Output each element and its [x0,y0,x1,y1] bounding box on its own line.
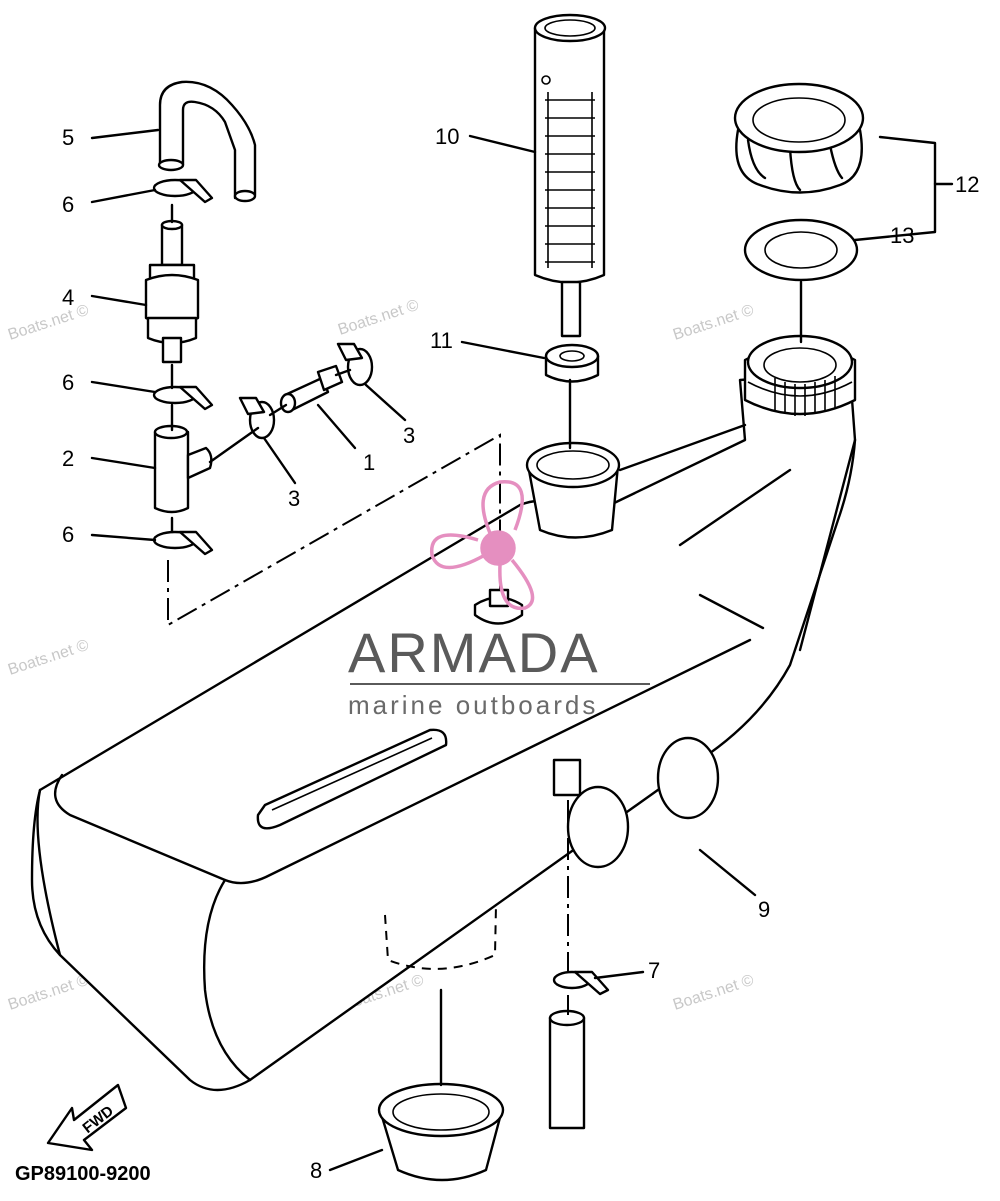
cap-gasket [743,218,859,282]
hose-clamp [552,970,610,996]
logo-title: ARMADA [348,621,600,684]
hose-clamp [336,342,374,387]
part-label-6: 6 [62,192,74,217]
watermark-text: Boats.net © [6,302,91,344]
hose-clamp [238,396,276,440]
breather-hose [157,80,257,203]
tee-joint [153,424,213,514]
logo-subtitle: marine outboards [348,690,598,720]
part-label-5: 5 [62,125,74,150]
hose-clamp [152,530,214,556]
part-label-12: 12 [955,172,979,197]
assembly-lines [167,203,803,1087]
part-label-4: 4 [62,285,74,310]
fwd-arrow: FWD [46,1083,128,1152]
gauge-pipe [548,1009,586,1130]
watermark-text: Boats.net © [336,297,421,339]
part-label-9: 9 [758,897,770,922]
propeller-icon [430,480,535,611]
filler-neck [743,334,857,416]
fuel-strainer [533,13,607,338]
hose-connector [279,364,344,414]
part-label-2: 2 [62,446,74,471]
armada-logo: ARMADA marine outboards [348,480,650,720]
part-label-8: 8 [310,1158,322,1183]
hose-clamp [152,178,214,204]
pickup-boss [525,441,621,539]
part-labels: 1 2 3 3 4 5 6 6 6 7 8 9 10 11 12 13 [62,124,979,1183]
part-label-13: 13 [890,223,914,248]
hose-clamp [152,385,214,411]
part-label-3: 3 [403,423,415,448]
drain-cap [377,1082,505,1182]
watermark-text: Boats.net © [671,972,756,1014]
watermark-text: Boats.net © [6,637,91,679]
part-label-10: 10 [435,124,459,149]
part-label-6: 6 [62,370,74,395]
watermark-text: Boats.net © [671,302,756,344]
part-label-1: 1 [363,450,375,475]
part-label-6: 6 [62,522,74,547]
grommet [544,343,600,383]
fuel-tank [30,370,857,1092]
part-label-11: 11 [430,328,453,353]
leader-lines [90,128,954,1172]
fuel-cap [733,82,865,194]
drawing-code: GP89100-9200 [15,1163,151,1185]
part-label-3: 3 [288,486,300,511]
watermark-text: Boats.net © [6,972,91,1014]
part-label-7: 7 [648,958,660,983]
fuel-filter [144,219,200,364]
